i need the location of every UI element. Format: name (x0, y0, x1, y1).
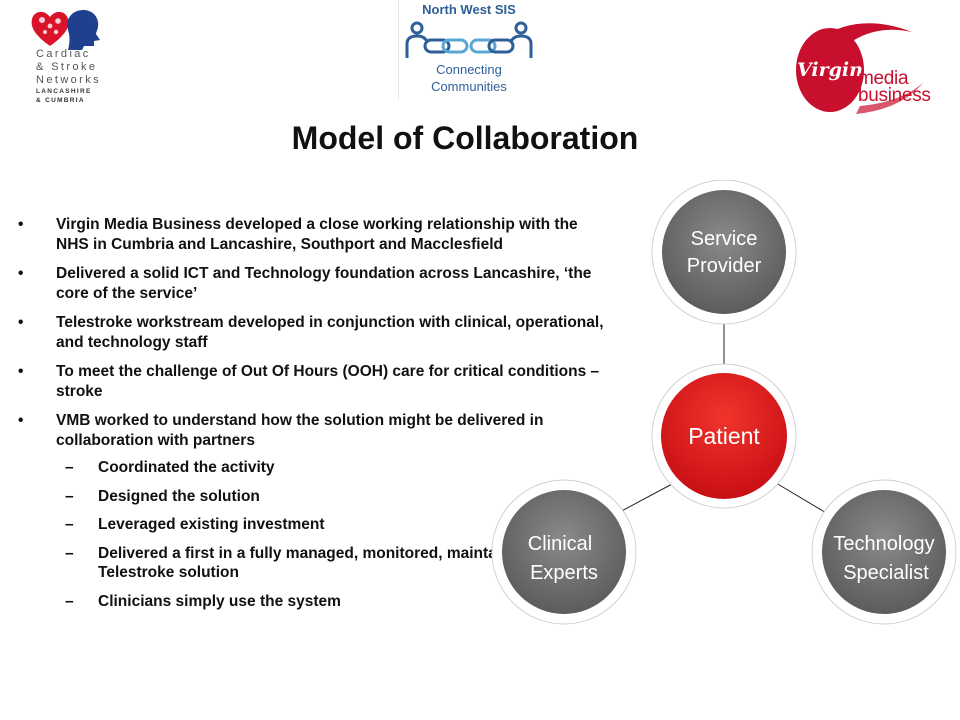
clinical-experts-label-1: Clinical (528, 533, 592, 555)
sub-bullet-marker: – (65, 544, 74, 562)
clinical-experts-node: Clinical Experts (491, 479, 637, 625)
slide-title: Model of Collaboration (291, 120, 639, 156)
sub-bullet-text: Delivered a first in a fully managed, mo… (98, 544, 529, 582)
virgin-media-business-logo: Virgin media business (790, 18, 950, 123)
nw-sis-title: North West SIS (422, 2, 516, 17)
technology-specialist-label-2: Specialist (843, 562, 929, 584)
bullet-item: • VMB worked to understand how the soluti… (18, 411, 608, 450)
csn-line-3: Networks (36, 74, 102, 86)
clinical-experts-label-2: Experts (530, 562, 598, 584)
people-chain-icon (405, 21, 533, 58)
service-provider-label-2: Provider (687, 255, 762, 277)
virgin-swoosh-logo: Virgin (796, 23, 924, 114)
collaboration-hub-diagram: Service Provider Patient Clinical Expert… (491, 180, 957, 625)
bullet-marker: • (18, 314, 24, 331)
connector-line (615, 482, 675, 515)
sub-bullet-item: – Leveraged existing investment (18, 515, 608, 535)
bullet-text: Telestroke workstream developed in conju… (56, 314, 604, 351)
bullet-item: • Virgin Media Business developed a close… (18, 215, 608, 254)
sub-bullet-item: – Clinicians simply use the system (18, 592, 608, 612)
patient-label: Patient (688, 423, 760, 449)
bullet-text: Virgin Media Business developed a close … (56, 216, 578, 253)
sub-bullet-text: Coordinated the activity (98, 459, 275, 476)
connector-line (775, 482, 829, 515)
sub-bullet-text: Leveraged existing investment (98, 516, 325, 533)
sub-bullet-marker: – (65, 487, 74, 505)
technology-specialist-label-1: Technology (833, 533, 934, 555)
north-west-sis-logo: North West SIS Connecting Communities (398, 0, 539, 100)
sub-bullet-text: Designed the solution (98, 487, 260, 505)
vm-business-word: business (858, 85, 931, 106)
service-provider-node: Service Provider (651, 180, 797, 325)
bullet-item: • Telestroke workstream developed in conj… (18, 313, 608, 352)
cardiac-stroke-networks-logo: Cardiac & Stroke Networks LANCASHIRE & C… (28, 6, 118, 106)
bullet-marker: • (18, 363, 24, 380)
bullet-marker: • (18, 412, 24, 429)
bullet-list: • Virgin Media Business developed a close… (18, 215, 608, 620)
nw-sis-tagline-1: Connecting (436, 62, 502, 77)
nw-sis-tagline-2: Communities (431, 79, 507, 94)
bullet-text: To meet the challenge of Out Of Hours (O… (56, 363, 600, 400)
bullet-text: VMB worked to understand how the solutio… (56, 412, 544, 449)
csn-line-1: Cardiac (36, 48, 91, 60)
sub-bullet-marker: – (65, 516, 74, 533)
technology-specialist-node: Technology Specialist (811, 479, 957, 625)
patient-node: Patient (651, 363, 797, 509)
bullet-marker: • (18, 216, 24, 233)
csn-line-2: & Stroke (36, 61, 98, 73)
sub-bullet-marker: – (65, 592, 74, 610)
sub-bullet-marker: – (65, 459, 74, 476)
bullet-marker: • (18, 265, 24, 282)
csn-sub-line-1: LANCASHIRE (36, 88, 92, 95)
sub-bullet-item: – Designed the solution (18, 487, 608, 507)
bullet-text: Delivered a solid ICT and Technology fou… (56, 265, 592, 302)
bullet-item: • To meet the challenge of Out Of Hours (… (18, 362, 608, 401)
csn-sub-line-2: & CUMBRIA (36, 97, 85, 104)
virgin-brand-text: Virgin (797, 59, 863, 81)
sub-bullet-item: – Delivered a first in a fully managed, m… (18, 544, 578, 583)
vm-media-word: media (858, 68, 909, 89)
heart-head-icon (31, 10, 100, 51)
bullet-item: • Delivered a solid ICT and Technology fo… (18, 264, 608, 303)
service-provider-label-1: Service (691, 228, 758, 250)
sub-bullet-item: – Coordinated the activity (18, 458, 608, 478)
sub-bullet-text: Clinicians simply use the system (98, 592, 341, 610)
